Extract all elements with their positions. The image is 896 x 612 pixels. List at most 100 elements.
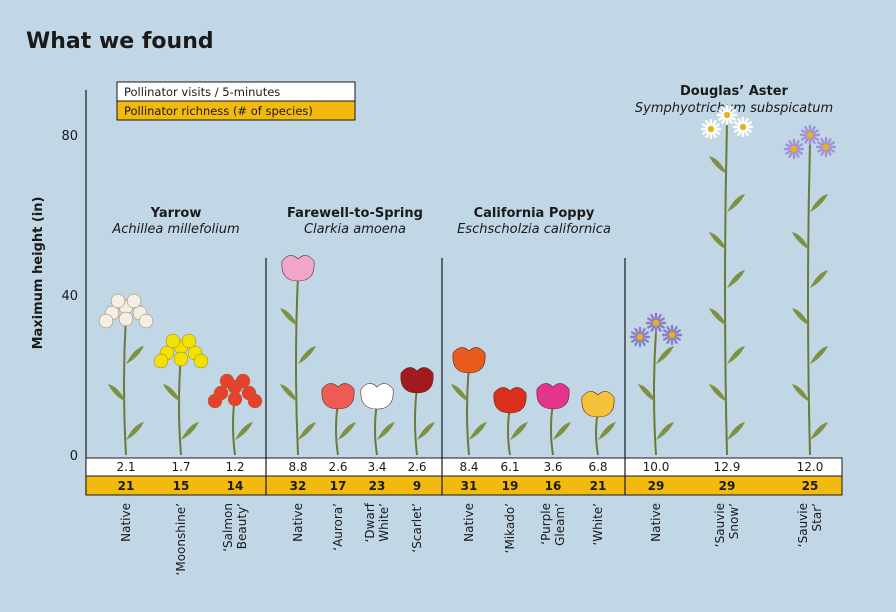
plant-stem — [295, 274, 299, 456]
category-label: Beauty’ — [235, 503, 249, 549]
richness-value: 29 — [719, 479, 736, 493]
plant-leaf — [469, 422, 487, 440]
plant-leaf — [598, 422, 616, 440]
plant-flower — [227, 391, 243, 407]
richness-value: 14 — [227, 479, 244, 493]
plant-leaf — [810, 194, 828, 212]
y-axis-label: Maximum height (in) — [31, 197, 46, 350]
plant-stem — [374, 402, 378, 456]
category-label: ‘Sauvie — [796, 503, 810, 547]
plant-leaf — [377, 422, 395, 440]
group-common-name: Yarrow — [150, 206, 202, 221]
richness-value: 32 — [290, 479, 307, 493]
plant-leaf — [810, 270, 828, 288]
group-scientific-name: Eschscholzia californica — [457, 222, 611, 237]
plant-leaf — [417, 422, 435, 440]
flower-center — [652, 319, 660, 327]
visits-value: 8.8 — [288, 460, 307, 474]
plant-leaf — [163, 384, 181, 402]
plant-leaf — [727, 346, 745, 364]
plant-flower — [118, 311, 134, 327]
plant-leaf — [235, 422, 253, 440]
plant-leaf — [451, 384, 469, 402]
flower-center — [707, 125, 715, 133]
richness-value: 21 — [118, 479, 135, 493]
plant-leaf — [727, 194, 745, 212]
richness-value: 21 — [590, 479, 607, 493]
category-label: White’ — [377, 503, 391, 542]
plant-flower — [153, 353, 169, 369]
plant-leaf — [656, 346, 674, 364]
group-scientific-name: Clarkia amoena — [304, 222, 406, 237]
plant-leaf — [338, 422, 356, 440]
category-label: ‘Sauvie — [713, 503, 727, 547]
plant-leaf — [792, 308, 810, 326]
y-tick-label: 40 — [61, 289, 78, 304]
flower-center — [723, 111, 731, 119]
plant-flower — [110, 293, 126, 309]
category-label: ‘Purple — [539, 503, 553, 545]
plant-leaf — [638, 384, 656, 402]
plant-flower — [360, 383, 394, 410]
group-common-name: Douglas’ Aster — [680, 84, 789, 99]
visits-value: 2.6 — [328, 460, 347, 474]
plant-stem — [724, 122, 728, 456]
flower-center — [790, 145, 798, 153]
plant-leaf — [810, 422, 828, 440]
category-label: Native — [291, 503, 305, 542]
plant-stem — [466, 366, 470, 456]
plant-leaf — [792, 232, 810, 250]
plant-flower — [138, 313, 154, 329]
visits-value: 2.6 — [407, 460, 426, 474]
richness-value: 19 — [502, 479, 519, 493]
plant-flower — [536, 383, 570, 410]
category-label: Snow’ — [727, 503, 741, 539]
plant-leaf — [126, 346, 144, 364]
flower-center — [806, 131, 814, 139]
category-label: Native — [119, 503, 133, 542]
visits-value: 12.0 — [797, 460, 824, 474]
category-label: Star’ — [810, 503, 824, 531]
visits-value: 8.4 — [459, 460, 478, 474]
plant-stem — [653, 330, 657, 456]
richness-value: 15 — [173, 479, 190, 493]
plant-flower — [321, 383, 355, 410]
plant-flower — [247, 393, 263, 409]
plant-leaf — [709, 156, 727, 174]
visits-value: 3.6 — [543, 460, 562, 474]
richness-value: 25 — [802, 479, 819, 493]
richness-value: 17 — [330, 479, 347, 493]
plant-flower — [193, 353, 209, 369]
plant-flower — [581, 391, 615, 418]
visits-value: 10.0 — [643, 460, 670, 474]
plant-stem — [414, 386, 418, 456]
plant-leaf — [727, 422, 745, 440]
category-label: ‘White’ — [591, 503, 605, 546]
plant-stem — [807, 142, 811, 456]
visits-value: 1.2 — [225, 460, 244, 474]
plant-leaf — [510, 422, 528, 440]
plant-leaf — [709, 232, 727, 250]
visits-value: 12.9 — [714, 460, 741, 474]
plant-stem — [335, 402, 339, 456]
flower-center — [739, 123, 747, 131]
category-label: Gleam’ — [553, 503, 567, 546]
richness-value: 29 — [648, 479, 665, 493]
visits-value: 1.7 — [171, 460, 190, 474]
plant-leaf — [792, 384, 810, 402]
legend-richness-swatch — [116, 100, 356, 121]
plant-flower — [235, 373, 251, 389]
plant-flower — [281, 255, 315, 282]
plant-flower — [493, 387, 527, 414]
flower-center — [636, 333, 644, 341]
plant-leaf — [553, 422, 571, 440]
category-label: ‘Mikado’ — [503, 503, 517, 553]
plant-flower — [173, 351, 189, 367]
plant-leaf — [280, 384, 298, 402]
page-title: What we found — [26, 29, 214, 54]
plant-flower — [181, 333, 197, 349]
category-label: ‘Aurora’ — [331, 503, 345, 551]
plant-flower — [98, 313, 114, 329]
